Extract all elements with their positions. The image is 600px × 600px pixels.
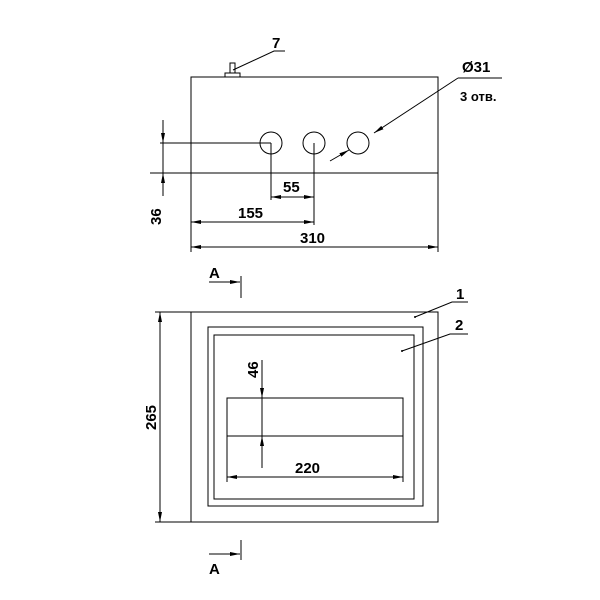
dim-310: 310 (300, 230, 325, 247)
svg-text:A: A (209, 561, 220, 578)
door-frame (207, 326, 424, 507)
section-mark-top: A (209, 265, 242, 298)
dim-265: 265 (143, 405, 160, 430)
leader-1 (414, 301, 468, 318)
dim-36: 36 (148, 208, 165, 225)
dim-46: 46 (245, 361, 262, 378)
callout-7: 7 (272, 35, 280, 52)
hole-count-label: 3 отв. (460, 89, 496, 104)
top-view: 7 Ø31 3 отв. 36 55 155 310 (148, 35, 502, 252)
enclosure-body (190, 311, 439, 523)
din-rail-window (226, 397, 404, 437)
hole (346, 131, 370, 155)
leader-7 (232, 50, 285, 71)
knob-icon (224, 62, 241, 78)
callout-1: 1 (456, 286, 464, 303)
dim-155: 155 (238, 205, 263, 222)
door-panel (213, 334, 415, 500)
leader-2 (401, 333, 468, 352)
section-mark-bottom: A (209, 540, 242, 578)
dim-55: 55 (283, 179, 300, 196)
dim-220: 220 (295, 460, 320, 477)
hole-diameter-label: Ø31 (462, 59, 490, 76)
callout-2: 2 (455, 317, 463, 334)
front-view: 265 46 220 1 2 (143, 286, 468, 523)
svg-text:A: A (209, 265, 220, 282)
